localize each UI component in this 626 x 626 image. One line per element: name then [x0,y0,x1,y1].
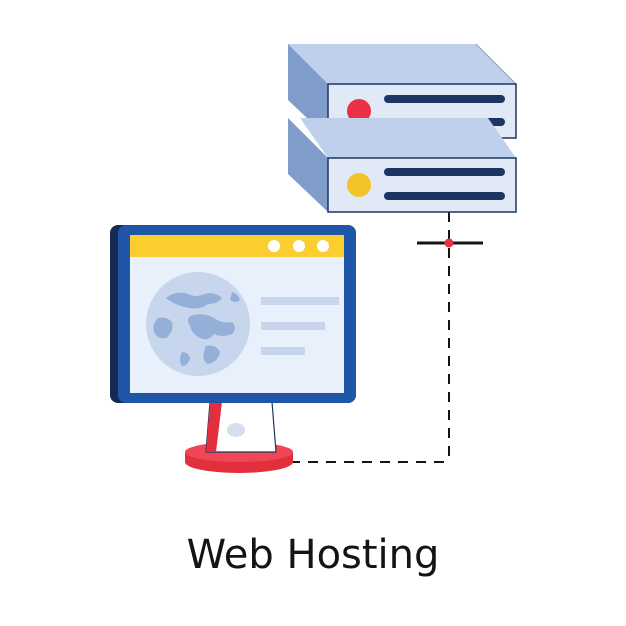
content-line [261,322,325,330]
monitor-icon [110,225,356,473]
window-dot-icon [293,240,305,252]
server-unit-bottom [288,118,517,213]
status-led-red-icon [347,99,371,123]
globe-icon [146,272,250,376]
content-line [261,297,339,305]
monitor-stand [185,401,293,473]
window-dot-icon [317,240,329,252]
status-led-yellow-icon [347,173,371,197]
server-rack-icon [288,43,517,213]
window-dot-icon [268,240,280,252]
network-cable-icon [290,212,483,463]
browser-title-bar [130,235,344,257]
illustration-caption: Web Hosting [186,532,440,578]
connection-node-icon [444,238,454,248]
content-line [261,347,305,355]
